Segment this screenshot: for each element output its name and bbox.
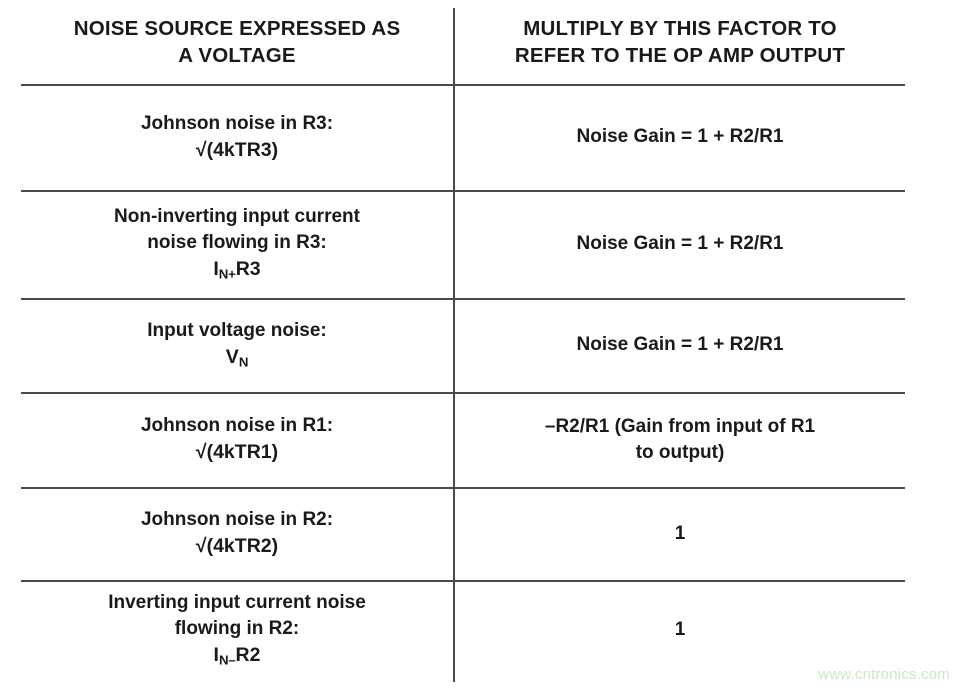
row-2-label-line-1: Non-inverting input current <box>114 206 360 228</box>
row-3-formula: VN <box>225 344 249 372</box>
table-row-4-factor: –R2/R1 (Gain from input of R1 to output) <box>455 392 905 487</box>
header-left-line-1: NOISE SOURCE EXPRESSED AS <box>73 16 401 40</box>
table-row-6-factor: 1 <box>455 580 905 680</box>
table-row-5-source: Johnson noise in R2: √(4kTR2) <box>21 487 453 580</box>
table-row-2-factor: Noise Gain = 1 + R2/R1 <box>455 190 905 298</box>
row-6-label-line-2: flowing in R2: <box>174 618 300 640</box>
table-row-5-factor: 1 <box>455 487 905 580</box>
row-divider-3 <box>21 392 905 394</box>
table-row-3-source: Input voltage noise: VN <box>21 298 453 392</box>
row-2-label-line-2: noise flowing in R3: <box>147 232 327 254</box>
row-6-factor-line-1: 1 <box>674 619 686 641</box>
row-6-formula-tail: R2 <box>235 643 261 666</box>
row-3-formula-base: V <box>225 346 239 369</box>
row-1-factor-line-1: Noise Gain = 1 + R2/R1 <box>576 126 784 148</box>
table-row-3-factor: Noise Gain = 1 + R2/R1 <box>455 298 905 392</box>
row-6-label-line-1: Inverting input current noise <box>108 592 366 614</box>
row-1-formula: √(4kTR3) <box>196 137 278 164</box>
row-6-formula-sub: N– <box>218 652 236 668</box>
row-divider-4 <box>21 487 905 489</box>
row-divider-2 <box>21 298 905 300</box>
row-divider-header <box>21 84 905 86</box>
row-4-formula: √(4kTR1) <box>196 439 278 466</box>
row-5-factor-line-1: 1 <box>674 522 686 544</box>
table-row-4-source: Johnson noise in R1: √(4kTR1) <box>21 392 453 487</box>
header-right-line-1: MULTIPLY BY THIS FACTOR TO <box>523 16 837 40</box>
row-3-label-line-1: Input voltage noise: <box>147 320 327 342</box>
row-1-formula-base: √(4kTR3) <box>195 138 279 161</box>
header-left-line-2: A VOLTAGE <box>178 44 296 67</box>
table-row-1-factor: Noise Gain = 1 + R2/R1 <box>455 84 905 190</box>
table-row-6-source: Inverting input current noise flowing in… <box>21 580 453 680</box>
row-3-formula-sub: N <box>238 354 249 370</box>
row-6-formula-base: I <box>213 643 219 666</box>
row-4-label-line-1: Johnson noise in R1: <box>140 415 334 437</box>
row-4-factor-line-1: –R2/R1 (Gain from input of R1 <box>544 415 816 437</box>
row-2-factor-line-1: Noise Gain = 1 + R2/R1 <box>576 233 784 255</box>
row-2-formula: IN+R3 <box>213 256 260 284</box>
row-2-formula-sub: N+ <box>218 266 236 282</box>
table-row-2-source: Non-inverting input current noise flowin… <box>21 190 453 298</box>
column-divider <box>453 8 455 682</box>
row-6-formula: IN–R2 <box>214 642 261 670</box>
row-5-formula-base: √(4kTR2) <box>195 535 279 558</box>
row-divider-1 <box>21 190 905 192</box>
header-cell-multiply-factor: MULTIPLY BY THIS FACTOR TO REFER TO THE … <box>455 0 905 84</box>
table-row-1-source: Johnson noise in R3: √(4kTR3) <box>21 84 453 190</box>
header-right-line-2: REFER TO THE OP AMP OUTPUT <box>514 44 846 67</box>
row-4-factor-line-2: to output) <box>635 441 725 463</box>
row-4-formula-base: √(4kTR1) <box>195 441 279 464</box>
row-divider-5 <box>21 580 905 582</box>
header-cell-noise-source: NOISE SOURCE EXPRESSED AS A VOLTAGE <box>21 0 453 84</box>
row-2-formula-base: I <box>213 257 219 280</box>
row-5-formula: √(4kTR2) <box>196 533 278 560</box>
watermark: www.cntronics.com <box>818 666 950 683</box>
row-1-label-line-1: Johnson noise in R3: <box>140 112 334 134</box>
row-3-factor-line-1: Noise Gain = 1 + R2/R1 <box>576 334 784 356</box>
row-2-formula-tail: R3 <box>235 257 261 280</box>
row-5-label-line-1: Johnson noise in R2: <box>140 509 334 531</box>
